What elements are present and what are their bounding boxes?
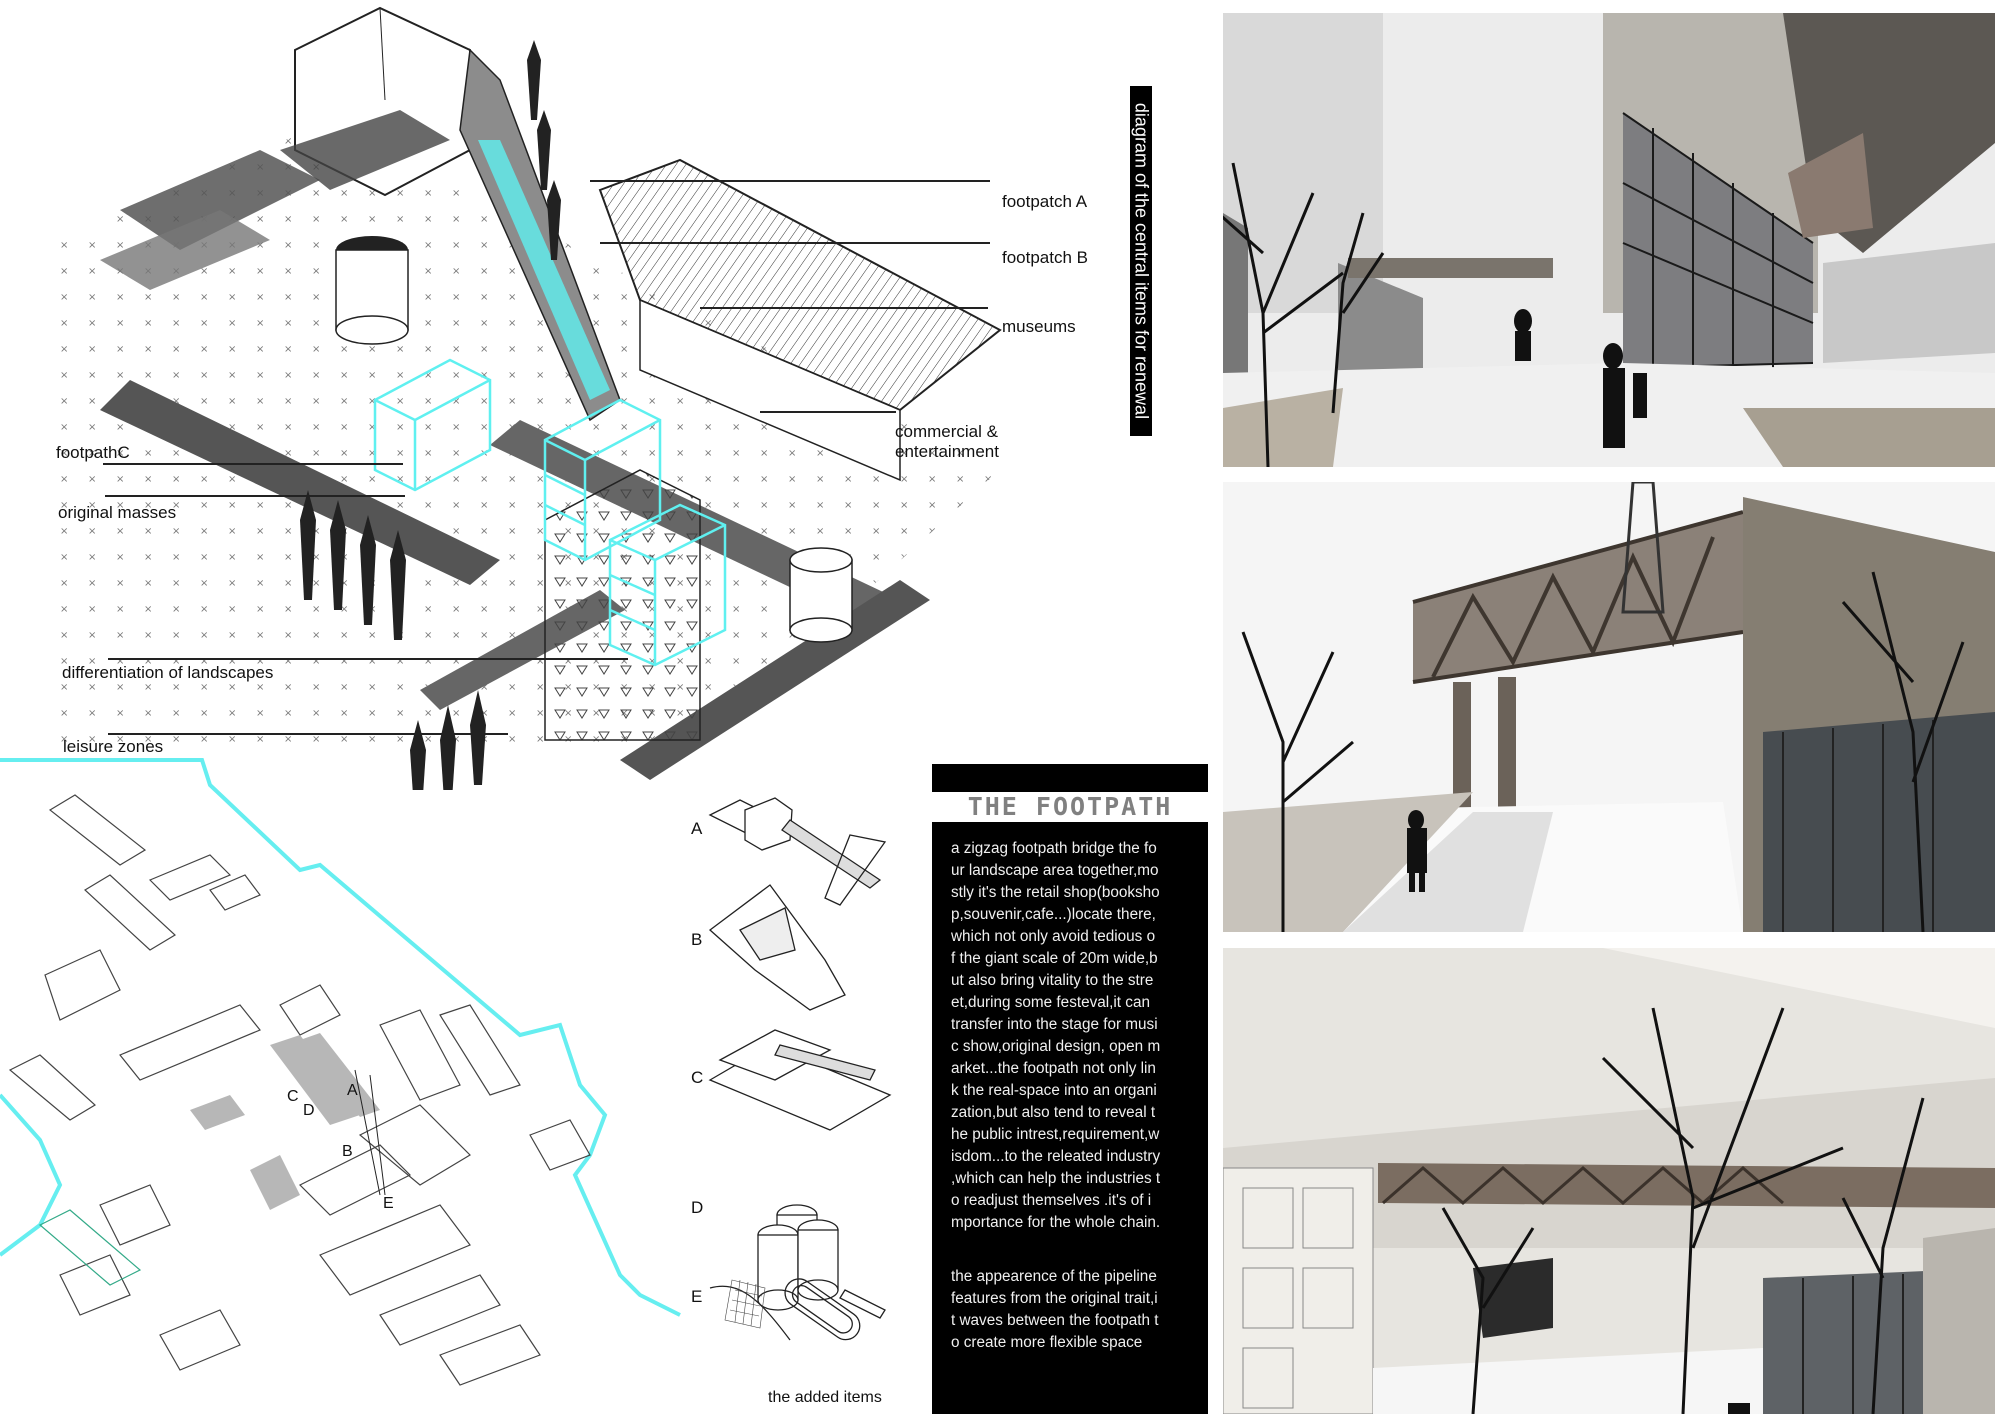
label-entertainment: entertainment <box>895 442 999 461</box>
render-footbridge-image <box>1223 482 1995 932</box>
site-marker-c: C <box>287 1088 299 1105</box>
added-items-drawings <box>708 797 892 1341</box>
pipeline-description: the appearence of the pipeline features … <box>951 1268 1159 1351</box>
site-marker-e: E <box>383 1195 394 1212</box>
render-street-view <box>1223 13 1995 467</box>
item-label-d: D <box>691 1198 704 1217</box>
footpath-panel-body: a zigzag footpath bridge the fo ur lands… <box>932 822 1208 1414</box>
render-museum-facade <box>1223 948 1995 1414</box>
label-leisure-zones: leisure zones <box>63 737 164 756</box>
item-label-b: B <box>691 930 703 949</box>
footpath-panel-topbar <box>932 764 1208 792</box>
label-footpath-c: footpathC <box>56 443 130 462</box>
label-footpath-b: footpatch B <box>1002 248 1089 267</box>
site-marker-a: A <box>347 1082 358 1099</box>
label-museums: museums <box>1002 317 1076 336</box>
added-items-caption: the added items <box>768 1389 882 1406</box>
site-plan-drawing <box>0 758 681 1386</box>
label-original-masses: original masses <box>58 503 177 522</box>
vertical-diagram-title: diagram of the central items for renewal <box>1130 86 1152 436</box>
footpath-description: a zigzag footpath bridge the fo ur lands… <box>951 840 1161 1231</box>
site-plan: A B C D E <box>0 755 900 1414</box>
render-street-view-image <box>1223 13 1995 467</box>
added-items-column: A B C D E <box>680 780 930 1414</box>
render-museum-facade-image <box>1223 948 1995 1414</box>
axonometric-drawing: × <box>40 6 1002 790</box>
label-commercial: commercial & <box>895 422 998 441</box>
axonometric-diagram: × <box>0 0 1152 790</box>
site-marker-d: D <box>303 1102 315 1119</box>
render-footbridge <box>1223 482 1995 932</box>
item-label-a: A <box>691 819 703 838</box>
site-marker-b: B <box>342 1143 353 1160</box>
item-label-e: E <box>691 1287 703 1306</box>
footpath-panel-title: THE FOOTPATH <box>932 792 1208 822</box>
item-label-c: C <box>691 1068 704 1087</box>
label-differentiation-of-landscapes: differentiation of landscapes <box>62 663 274 682</box>
label-footpath-a: footpatch A <box>1002 192 1088 211</box>
